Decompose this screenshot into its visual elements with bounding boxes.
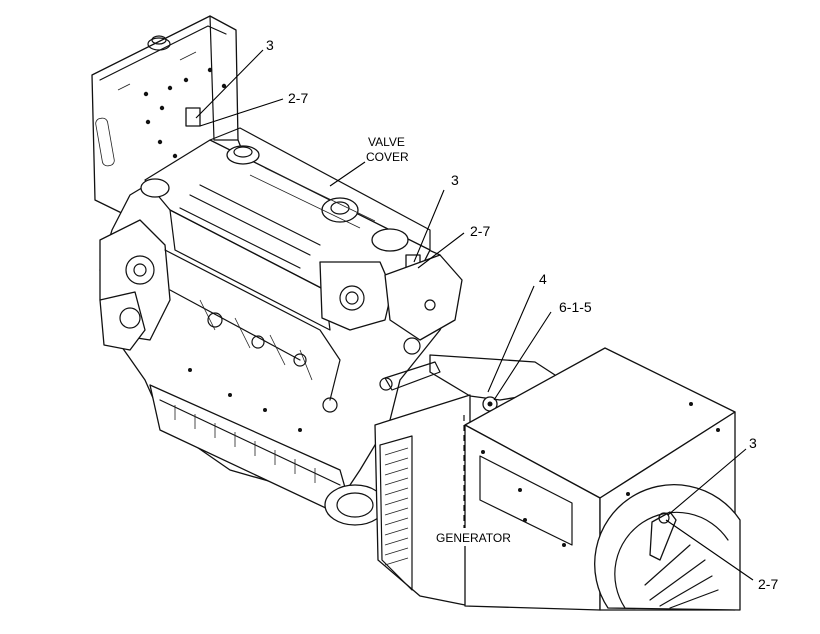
leader-2-7-right [665, 519, 754, 581]
callout-6-1-5: 6-1-5 [559, 299, 592, 315]
lifting-bracket-top [185, 107, 201, 127]
engine-block [99, 127, 463, 526]
leader-4 [487, 285, 535, 393]
callout-generator: GENERATOR [436, 531, 511, 545]
generator-label-bg [432, 528, 524, 546]
callout-3-right: 3 [749, 435, 757, 451]
callout-cover: COVER [366, 150, 409, 164]
leader-3-top [195, 49, 264, 119]
leader-2-7-top [199, 98, 284, 127]
callout-labels: 3 2-7 VALVE COVER 3 2-7 4 6-1-5 3 2-7 GE… [266, 37, 778, 592]
callout-2-7-right: 2-7 [758, 576, 778, 592]
callout-2-7-mid: 2-7 [470, 223, 490, 239]
generator [374, 347, 741, 611]
callout-valve: VALVE [368, 135, 405, 149]
callout-4: 4 [539, 271, 547, 287]
leader-3-mid [413, 189, 445, 263]
leader-3-right [667, 448, 747, 516]
callout-3-mid: 3 [451, 172, 459, 188]
leader-6-1-5 [493, 311, 552, 401]
callout-3-top: 3 [266, 37, 274, 53]
mount-bracket [379, 354, 556, 412]
leader-valve-cover [329, 161, 366, 187]
leader-lines [195, 49, 754, 581]
leader-2-7-mid [417, 232, 465, 269]
callout-2-7-top: 2-7 [288, 90, 308, 106]
